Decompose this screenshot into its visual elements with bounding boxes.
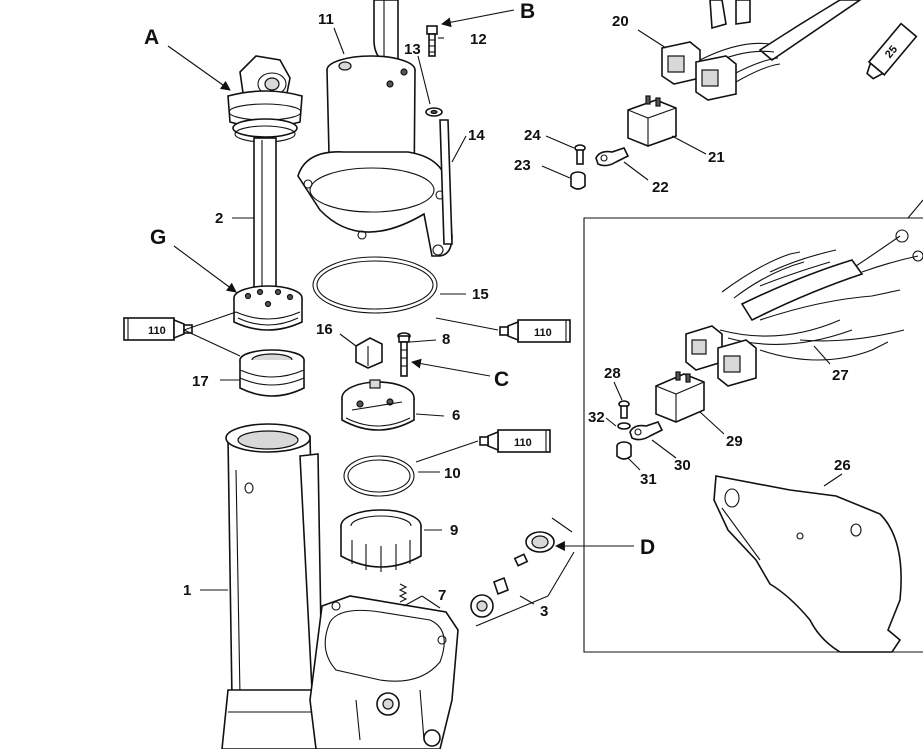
callout-7: 7: [438, 587, 446, 604]
callout-2: 2: [215, 210, 223, 227]
callout-32: 32: [588, 409, 605, 426]
callout-22: 22: [652, 179, 669, 196]
callout-numbers: 1 2 3 6 7 8 9 10 11 12 13 14 15 16 17 20…: [183, 11, 851, 620]
callout-14: 14: [468, 127, 485, 144]
tube-label: 110: [514, 437, 532, 449]
wiring-harness-top: [699, 0, 862, 83]
washer-13: [425, 107, 443, 117]
lubricant-tube-right-lower: 110: [479, 429, 551, 453]
bracket-30: [629, 421, 664, 441]
callout-letter-d: D: [640, 536, 655, 559]
callout-16: 16: [316, 321, 333, 338]
shaft-end-fitting: [227, 55, 303, 143]
callout-letter-b: B: [520, 0, 535, 23]
callout-26: 26: [834, 457, 851, 474]
callout-31: 31: [640, 471, 657, 488]
callout-20: 20: [612, 13, 629, 30]
tube-label: 110: [534, 327, 552, 339]
relay-29: [655, 371, 705, 423]
callout-17: 17: [192, 373, 209, 390]
callout-29: 29: [726, 433, 743, 450]
callout-9: 9: [450, 522, 458, 539]
connector-20: [661, 41, 737, 101]
ground-strap-14: [439, 119, 453, 245]
callout-27: 27: [832, 367, 849, 384]
valve-kit-3: [470, 517, 575, 627]
callout-30: 30: [674, 457, 691, 474]
callout-21: 21: [708, 149, 725, 166]
detail-inset-box: [583, 199, 923, 653]
callout-28: 28: [604, 365, 621, 382]
callout-10: 10: [444, 465, 461, 482]
lubricant-tube-right-upper: 110: [499, 319, 571, 343]
screw-24: [574, 144, 586, 165]
letter-callouts: A B C D G: [144, 0, 655, 559]
pump-assembly-6: [341, 379, 415, 431]
callout-12: 12: [470, 31, 487, 48]
washer-32: [617, 422, 631, 430]
callout-15: 15: [472, 286, 489, 303]
callout-6: 6: [452, 407, 460, 424]
callout-8: 8: [442, 331, 450, 348]
callout-1: 1: [183, 582, 191, 599]
callout-23: 23: [514, 157, 531, 174]
mounting-plate-26: [713, 475, 902, 653]
piston-rod: [253, 137, 277, 289]
harness-27: [719, 229, 923, 361]
callout-24: 24: [524, 127, 541, 144]
callout-letter-a: A: [144, 26, 159, 49]
callout-letter-c: C: [494, 368, 509, 391]
motor-cables: [373, 0, 399, 65]
grommet-31: [616, 441, 632, 460]
o-ring-15: [312, 256, 438, 314]
tube-label: 110: [148, 325, 166, 337]
bracket-22: [595, 147, 630, 167]
pump-base-manifold: [309, 595, 459, 749]
leader-lines: [167, 9, 843, 609]
callout-letter-g: G: [150, 226, 166, 249]
lubricant-tube-left: 110: [123, 317, 193, 341]
connector-pair-27: [685, 325, 757, 387]
relay-21: [627, 95, 677, 147]
lubricant-tube-25: 25: [866, 22, 918, 80]
ring-nut-9: [340, 509, 422, 572]
screw-28: [618, 400, 630, 419]
callout-13: 13: [404, 41, 421, 58]
bolt-8: [397, 332, 411, 377]
cylinder-body: [221, 423, 337, 749]
clip-16: [355, 337, 383, 369]
seal-ring-17: [239, 349, 305, 397]
piston: [233, 285, 303, 331]
callout-11: 11: [318, 11, 334, 28]
callout-3: 3: [540, 603, 548, 620]
screw-12: [426, 25, 438, 57]
o-ring-10: [343, 455, 415, 497]
electric-motor: [297, 55, 453, 257]
grommet-23: [570, 171, 586, 190]
